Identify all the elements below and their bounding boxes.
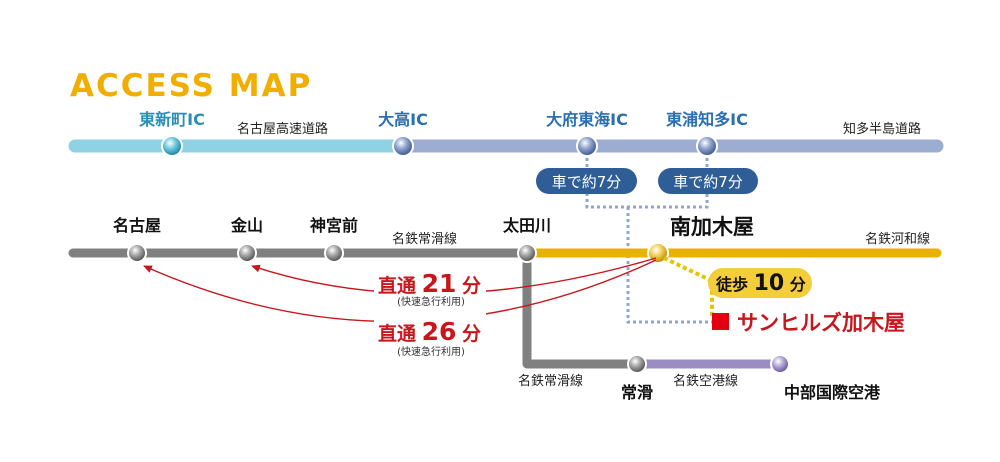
walk-badge <box>708 268 812 298</box>
route-label-21: 直通 21 分 <box>378 269 481 298</box>
road-name-nagoya-expressway: 名古屋高速道路 <box>237 121 328 137</box>
line-name-airport: 名鉄空港線 <box>673 373 738 389</box>
line-name-tokoname-main: 名鉄常滑線 <box>392 231 457 247</box>
map-title: ACCESS MAP <box>70 68 312 104</box>
station-node-centrair <box>770 354 790 374</box>
car-time-label-obutokai: 車で約7分 <box>552 173 622 191</box>
rail-tokoname-line-branch <box>522 253 637 369</box>
station-node-kanayama <box>237 243 257 263</box>
route-label-bg-26 <box>374 313 486 359</box>
ic-label-higashiurachita: 東浦知多IC <box>666 110 748 129</box>
ic-node-odaka <box>392 135 414 157</box>
route-label-26: 直通 26 分 <box>378 317 481 346</box>
line-name-tokoname-branch: 名鉄常滑線 <box>518 373 583 389</box>
walk-label: 徒歩 10 分 <box>715 271 806 296</box>
station-label-jingumae: 神宮前 <box>310 216 358 235</box>
car-time-label-higashiurachita: 車で約7分 <box>673 173 743 191</box>
station-node-otagawa <box>517 243 537 263</box>
property-name: サンヒルズ加木屋 <box>737 310 905 335</box>
station-node-nagoya <box>127 243 147 263</box>
station-node-jingumae <box>324 243 344 263</box>
car-time-badge-obutokai <box>536 168 637 194</box>
station-label-centrair: 中部国際空港 <box>784 383 881 402</box>
route-label-21-prefix: 直通 <box>378 274 417 297</box>
route-label-21-minutes: 21 <box>422 269 457 298</box>
route-label-26-unit: 分 <box>462 323 481 345</box>
car-route-path <box>585 193 709 209</box>
walk-label-prefix: 徒歩 <box>715 275 748 294</box>
car-time-badge-higashiurachita <box>658 168 758 194</box>
station-node-minamikagiya <box>647 242 669 264</box>
ic-node-higashishinmachi <box>161 135 183 157</box>
route-label-21-unit: 分 <box>462 275 481 297</box>
property-marker <box>712 313 729 330</box>
station-label-nagoya: 名古屋 <box>113 216 161 235</box>
station-node-tokoname <box>627 354 647 374</box>
ic-label-obutokai: 大府東海IC <box>546 110 628 129</box>
walk-label-minutes: 10 <box>754 271 785 296</box>
ic-node-obutokai <box>576 135 598 157</box>
station-label-kanayama: 金山 <box>230 216 263 235</box>
route-note-21: (快速急行利用) <box>397 295 465 308</box>
ic-label-odaka: 大高IC <box>378 110 428 129</box>
ic-node-higashiurachita <box>696 135 718 157</box>
route-label-26-minutes: 26 <box>422 317 457 346</box>
route-label-bg-21 <box>374 266 486 310</box>
route-note-26: (快速急行利用) <box>397 345 465 358</box>
line-name-kowa: 名鉄河和線 <box>865 231 930 247</box>
station-label-tokoname: 常滑 <box>621 383 653 402</box>
road-name-chita-peninsula: 知多半島道路 <box>843 121 921 137</box>
route-label-26-prefix: 直通 <box>378 322 417 345</box>
ic-label-higashishinmachi: 東新町IC <box>139 110 205 129</box>
walk-route-path <box>663 256 714 316</box>
station-label-otagawa: 太田川 <box>502 216 551 235</box>
walk-label-unit: 分 <box>790 275 806 294</box>
car-route-to-property <box>626 207 712 324</box>
station-label-minamikagiya: 南加木屋 <box>670 215 754 239</box>
